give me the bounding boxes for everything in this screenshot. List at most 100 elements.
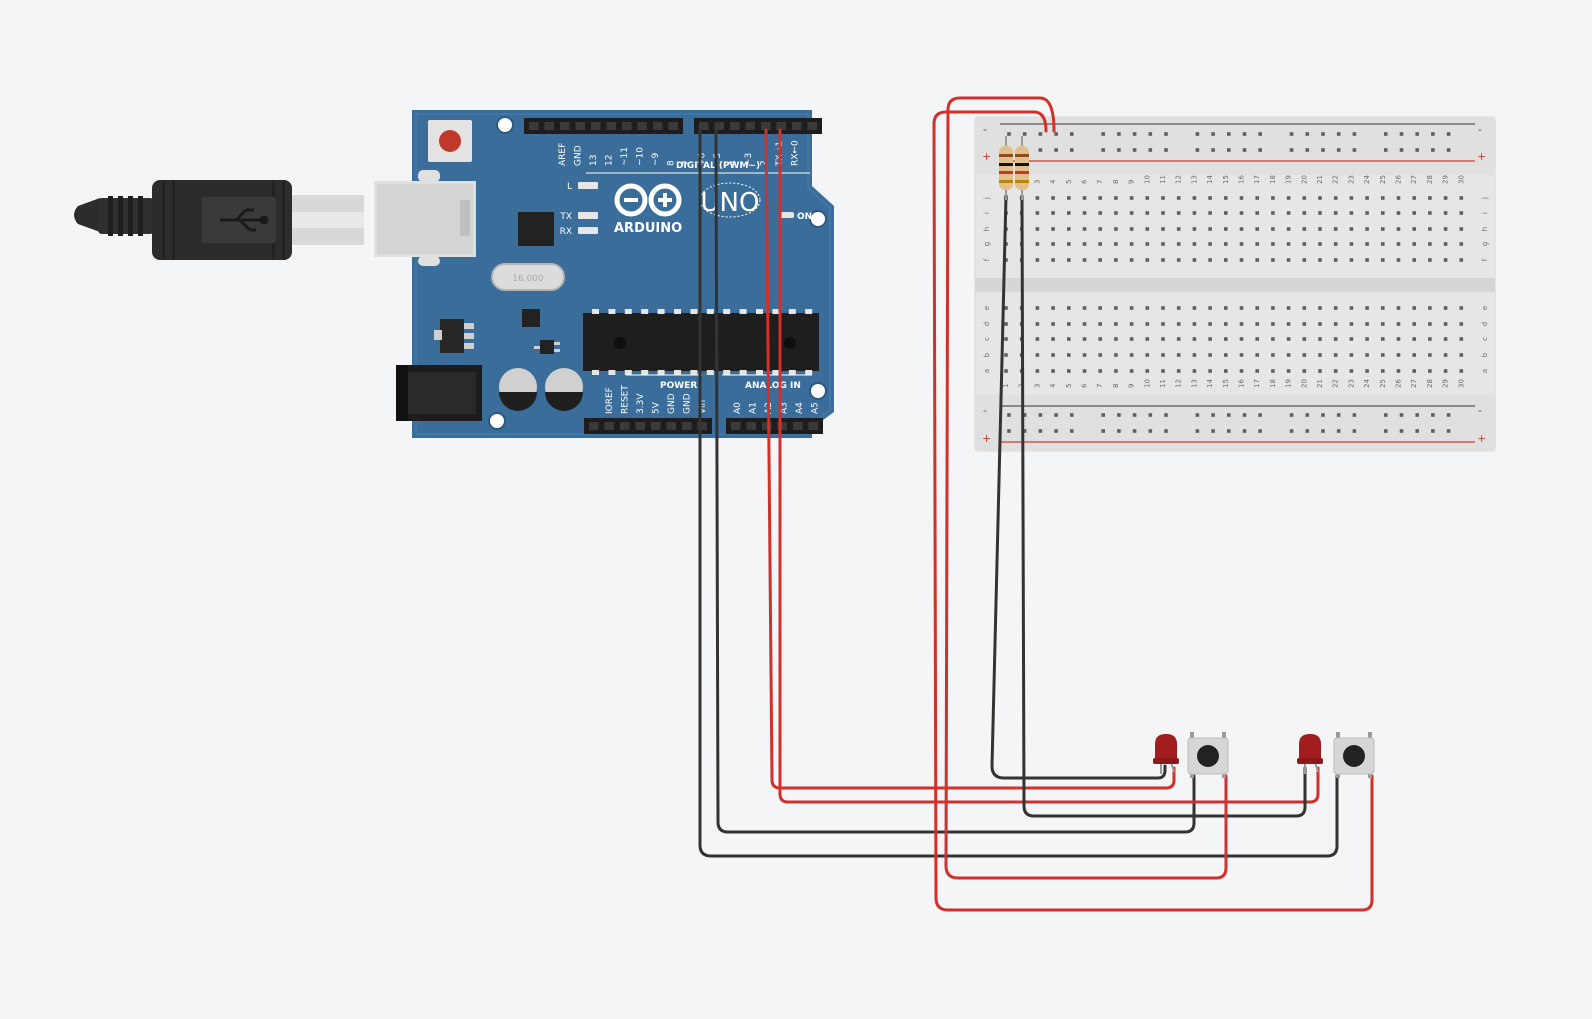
wire-black-pin6[interactable] xyxy=(714,128,1196,834)
digital-header-label: DIGITAL (PWM~) xyxy=(676,161,760,171)
column-number: 14 xyxy=(1206,175,1214,184)
pin-label: ~9 xyxy=(651,152,661,166)
digital-pin-socket[interactable] xyxy=(544,122,555,130)
digital-pin-socket[interactable] xyxy=(792,122,802,130)
column-number: 17 xyxy=(1253,379,1261,388)
resistor-1[interactable] xyxy=(999,136,1013,200)
column-number: 18 xyxy=(1269,175,1277,184)
power-pin-socket[interactable] xyxy=(682,422,692,430)
row-label: c xyxy=(1481,337,1489,341)
crystal-label: 16.000 xyxy=(512,274,544,284)
on-label: ON xyxy=(797,212,812,222)
pin-label: 7 xyxy=(682,160,692,166)
reset-button[interactable] xyxy=(428,120,472,162)
wire-black-resistor1[interactable] xyxy=(990,194,1167,780)
digital-pin-socket[interactable] xyxy=(606,122,617,130)
column-number: 11 xyxy=(1159,379,1167,388)
usb-cable[interactable] xyxy=(74,180,364,260)
analog-pin-socket[interactable] xyxy=(746,422,757,430)
wire-black-pin7[interactable] xyxy=(698,128,1339,858)
digital-pin-socket[interactable] xyxy=(668,122,679,130)
pin-label: GND xyxy=(574,145,584,166)
digital-pin-socket[interactable] xyxy=(622,122,632,130)
rail-minus-label: - xyxy=(983,404,987,417)
digital-pin-socket[interactable] xyxy=(699,122,709,130)
column-number: 10 xyxy=(1143,379,1151,388)
pin-label: 5V xyxy=(652,401,662,414)
wire-red-pin2[interactable] xyxy=(778,128,1320,804)
pin-label: IOREF xyxy=(605,387,615,414)
column-number: 19 xyxy=(1285,175,1293,184)
digital-pin-socket[interactable] xyxy=(575,122,586,130)
column-number: 7 xyxy=(1096,180,1104,184)
rail-plus-label: + xyxy=(982,150,991,163)
pushbutton-1[interactable] xyxy=(1187,732,1229,778)
digital-pin-socket[interactable] xyxy=(529,122,539,130)
rail-plus-label: + xyxy=(982,432,991,445)
power-pin-socket[interactable] xyxy=(620,422,630,430)
pushbutton-2[interactable] xyxy=(1333,732,1375,778)
wire-black-resistor2[interactable] xyxy=(1020,194,1307,818)
analog-pin-socket[interactable] xyxy=(793,422,803,430)
led-2[interactable] xyxy=(1297,734,1323,774)
usb-chip xyxy=(518,212,554,246)
power-pin-socket[interactable] xyxy=(666,422,677,430)
column-number: 9 xyxy=(1128,384,1136,388)
pin-label: 8 xyxy=(667,160,677,166)
usb-cable-tail xyxy=(74,198,100,232)
analog-pin-socket[interactable] xyxy=(731,422,741,430)
wire-red-pin3[interactable] xyxy=(764,128,1176,790)
analog-pin-socket[interactable] xyxy=(762,422,772,430)
digital-pin-socket[interactable] xyxy=(776,122,787,130)
analog-pin-socket[interactable] xyxy=(808,422,819,430)
analog-header[interactable] xyxy=(726,418,823,434)
mounting-hole xyxy=(809,382,827,400)
row-label: b xyxy=(1481,352,1489,357)
digital-pin-socket[interactable] xyxy=(637,122,648,130)
power-pin-socket[interactable] xyxy=(697,422,708,430)
column-number: 13 xyxy=(1190,379,1198,388)
column-number: 5 xyxy=(1065,384,1073,388)
row-label: g xyxy=(1481,242,1489,246)
row-label: j xyxy=(983,197,991,200)
row-label: i xyxy=(983,212,991,214)
digital-pin-socket[interactable] xyxy=(653,122,663,130)
usb-cable-strain-relief xyxy=(98,198,154,234)
analog-pin-socket[interactable] xyxy=(777,422,788,430)
breadboard[interactable]: - - + + - - + + 112233445566778899101011… xyxy=(974,116,1496,452)
column-number: 13 xyxy=(1190,175,1198,184)
power-pin-socket[interactable] xyxy=(589,422,599,430)
status-led xyxy=(578,182,598,189)
power-pin-socket[interactable] xyxy=(604,422,615,430)
row-label: d xyxy=(1481,322,1489,326)
led-1[interactable] xyxy=(1153,734,1179,774)
capacitor-2 xyxy=(545,368,583,411)
power-header[interactable] xyxy=(584,418,712,434)
resistor-2[interactable] xyxy=(1015,136,1029,200)
column-number: 26 xyxy=(1395,379,1403,388)
power-pin-socket[interactable] xyxy=(635,422,646,430)
wire-red-loop-inner[interactable] xyxy=(932,110,1374,912)
digital-pin-socket[interactable] xyxy=(761,122,771,130)
digital-pin-socket[interactable] xyxy=(560,122,570,130)
power-pin-socket[interactable] xyxy=(651,422,661,430)
brand-label: ARDUINO xyxy=(614,221,682,236)
wire-red-loop-outer[interactable] xyxy=(944,96,1228,880)
row-label: j xyxy=(1481,197,1489,200)
column-number: 21 xyxy=(1316,175,1324,184)
row-label: i xyxy=(1481,212,1489,214)
digital-pin-socket[interactable] xyxy=(807,122,818,130)
column-number: 28 xyxy=(1426,175,1434,184)
row-label: a xyxy=(1481,369,1489,373)
row-label: f xyxy=(1481,258,1489,261)
pin-label: GND xyxy=(683,393,693,414)
digital-pin-socket[interactable] xyxy=(730,122,740,130)
digital-pin-socket[interactable] xyxy=(591,122,601,130)
pin-label: A5 xyxy=(811,402,821,414)
digital-pin-socket[interactable] xyxy=(745,122,756,130)
digital-header[interactable] xyxy=(524,118,822,134)
column-number: 4 xyxy=(1049,179,1057,184)
analog-label: ANALOG IN xyxy=(745,381,801,391)
digital-pin-socket[interactable] xyxy=(714,122,725,130)
pin-label: ~3 xyxy=(744,153,754,166)
